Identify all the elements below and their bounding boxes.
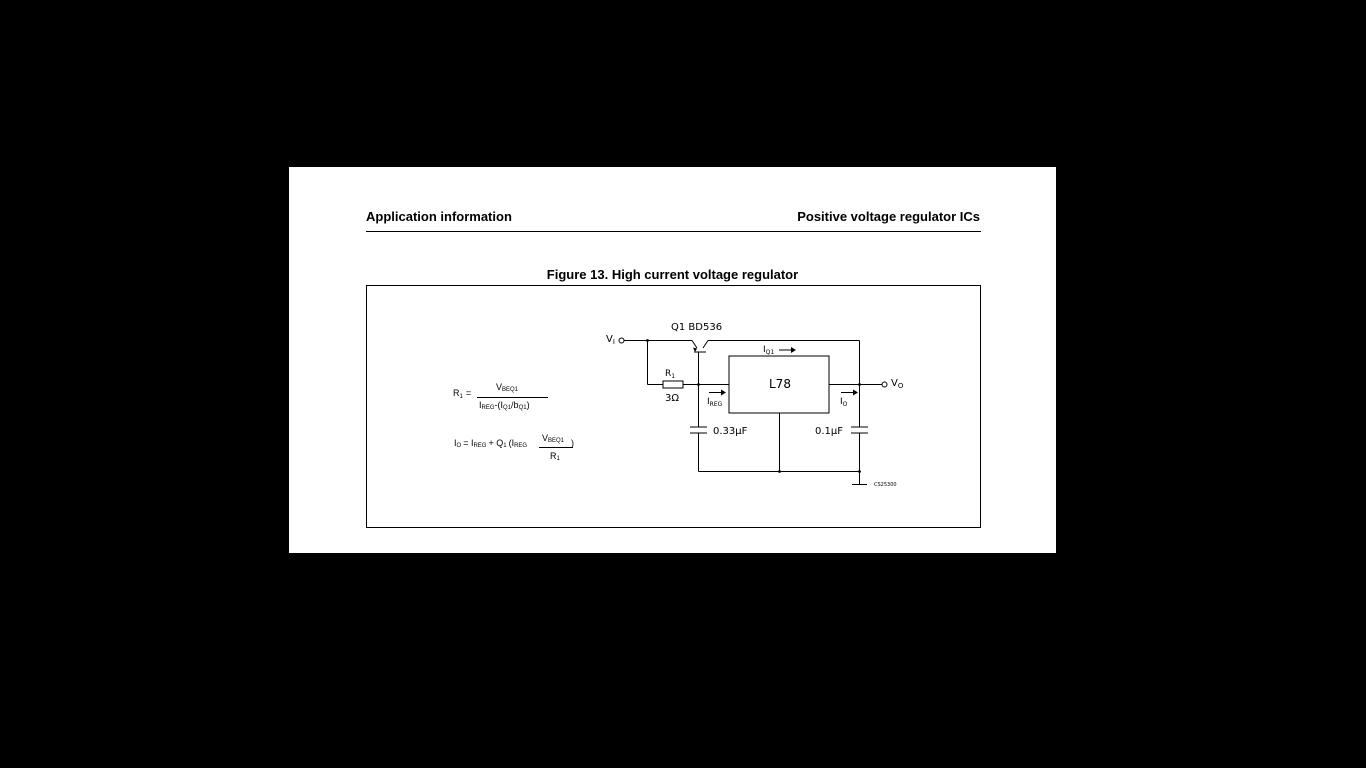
section-header: Application information — [366, 209, 512, 224]
io-label: IO — [840, 397, 848, 408]
formula1-lhs: R1= — [453, 388, 471, 400]
formula2-denominator: R1 — [550, 451, 561, 462]
formula2-lhs: IO= IREG+ Q1(IREG — [454, 438, 527, 449]
document-title-header: Positive voltage regulator ICs — [797, 209, 980, 224]
vi-terminal-icon — [618, 337, 625, 344]
vo-label: VO — [891, 378, 904, 390]
formula1-numerator: VBEQ1 — [496, 382, 519, 393]
transistor-emitter — [691, 340, 698, 349]
capacitor-in-label: 0.33µF — [713, 426, 748, 437]
capacitor-out-label: 0.1µF — [815, 426, 843, 437]
l78-label: L78 — [769, 377, 791, 391]
r1-label: R1 — [665, 369, 675, 380]
header-divider — [366, 231, 981, 232]
vi-label: VI — [606, 334, 615, 346]
r1-value-label: 3Ω — [665, 393, 679, 404]
resistor-r1-icon — [662, 380, 684, 389]
document-page: Application information Positive voltage… — [289, 167, 1056, 553]
vo-terminal-icon — [881, 381, 888, 388]
iq1-label: IQ1 — [763, 345, 774, 356]
formula2-numerator: VBEQ1 — [542, 433, 565, 444]
formula2-close-paren: ) — [571, 438, 574, 448]
transistor-label: Q1 BD536 — [671, 322, 722, 333]
circuit-schematic: VI Q1 BD536 R1 3Ω IQ1 IREG IO L78 VO 0.3… — [453, 322, 904, 488]
ireg-label: IREG — [707, 397, 723, 408]
figure-code-label: CS25300 — [874, 482, 897, 488]
formula1-denominator: IREG-(IQ1/bQ1) — [479, 400, 530, 411]
figure-caption: Figure 13. High current voltage regulato… — [546, 267, 799, 282]
figure-frame: VI Q1 BD536 R1 3Ω IQ1 IREG IO L78 VO 0.3… — [366, 285, 981, 528]
